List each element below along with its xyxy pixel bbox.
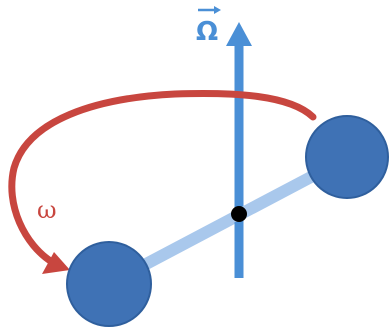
mass-right <box>305 115 389 199</box>
rotation-arc-arrowhead <box>42 252 70 274</box>
connecting-rod <box>107 152 350 289</box>
angular-velocity-vector-label: Ω <box>196 17 218 47</box>
vector-arrow-over-label-head <box>214 6 221 14</box>
pivot-point <box>231 206 247 222</box>
rotation-arc <box>8 89 317 266</box>
angular-velocity-label: Ω <box>196 6 221 47</box>
rotation-axis-arrowhead <box>226 22 252 46</box>
mass-left <box>66 241 152 327</box>
angular-speed-label: ω <box>37 196 57 224</box>
